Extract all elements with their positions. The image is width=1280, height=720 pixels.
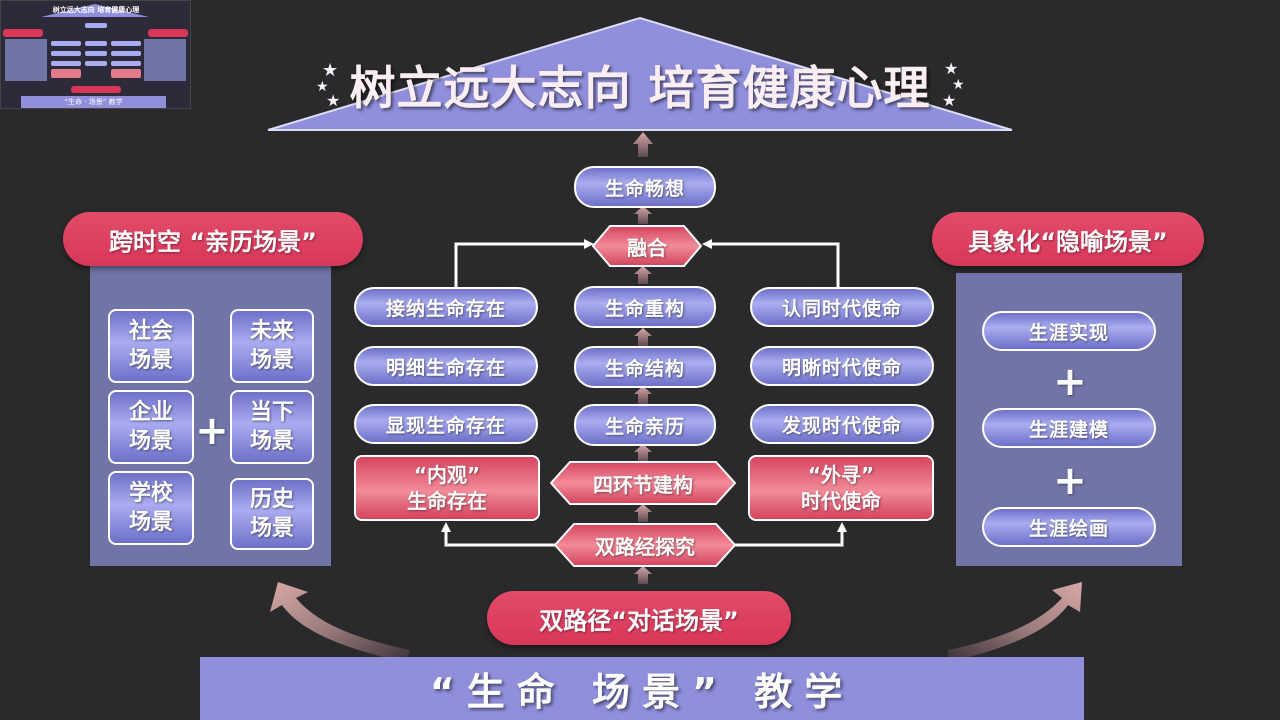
node-show-life[interactable]: 显现生命存在 xyxy=(354,404,538,444)
node-clarify-mission[interactable]: 明晰时代使命 xyxy=(750,346,934,386)
slide-thumbnail[interactable]: 树立远大志向 培育健康心理 “生命 · 场景” 教学 xyxy=(0,0,191,109)
plus-icon: + xyxy=(195,408,229,454)
career-drawing[interactable]: 生涯绘画 xyxy=(982,507,1156,547)
outward-line2: 时代使命 xyxy=(801,489,881,513)
node-introspect[interactable]: “内观” 生命存在 xyxy=(354,455,540,521)
star-icon: ★ xyxy=(322,60,339,81)
scene-school-line1: 学校 xyxy=(128,481,173,506)
plus-icon: + xyxy=(1053,458,1087,504)
fusion-label: 融合 xyxy=(627,235,667,260)
thumbnail-bottom: “生命 · 场景” 教学 xyxy=(64,98,123,106)
node-life-experience[interactable]: 生命亲历 xyxy=(574,404,716,446)
introspect-line1: “内观” xyxy=(413,463,481,487)
four-steps-label: 四环节建构 xyxy=(593,472,693,497)
roof-triangle xyxy=(267,16,1013,131)
outward-line1: “外寻” xyxy=(807,463,875,487)
node-life-reconstruct[interactable]: 生命重构 xyxy=(574,286,716,328)
node-dual-path[interactable] xyxy=(554,523,736,567)
star-icon: ★ xyxy=(944,59,959,78)
node-outward[interactable]: “外寻” 时代使命 xyxy=(748,455,934,521)
bottom-banner: “生命 场景” 教学 xyxy=(200,657,1084,720)
career-modeling[interactable]: 生涯建模 xyxy=(982,408,1156,448)
thumbnail-title: 树立远大志向 培育健康心理 xyxy=(52,6,140,14)
dual-path-label: 双路经探究 xyxy=(595,534,695,559)
node-fusion[interactable] xyxy=(592,225,702,267)
scene-society-line2: 场景 xyxy=(128,348,173,373)
node-identify-mission[interactable]: 认同时代使命 xyxy=(750,287,934,327)
dialog-scene-label[interactable]: 双路径“对话场景” xyxy=(487,591,791,645)
scene-future-line1: 未来 xyxy=(249,319,294,344)
introspect-line2: 生命存在 xyxy=(407,489,487,513)
star-icon: ★ xyxy=(326,91,341,110)
left-header[interactable]: 跨时空 “亲历场景” xyxy=(63,212,363,266)
left-curve-arrow xyxy=(270,582,410,662)
right-curve-arrow xyxy=(948,582,1082,662)
node-accept-life[interactable]: 接纳生命存在 xyxy=(354,287,538,327)
scene-present[interactable]: 当下 场景 xyxy=(230,390,314,464)
scene-history-line2: 场景 xyxy=(249,516,294,541)
node-detail-life[interactable]: 明细生命存在 xyxy=(354,346,538,386)
scene-enterprise-line2: 场景 xyxy=(128,429,173,454)
scene-school[interactable]: 学校 场景 xyxy=(108,471,194,545)
node-four-steps[interactable] xyxy=(550,461,736,505)
scene-future-line2: 场景 xyxy=(249,348,294,373)
page-title: 树立远大志向 培育健康心理 xyxy=(349,61,931,115)
star-icon: ★ xyxy=(942,91,957,110)
node-life-structure[interactable]: 生命结构 xyxy=(574,346,716,388)
node-life-vision[interactable]: 生命畅想 xyxy=(574,166,716,208)
scene-society[interactable]: 社会 场景 xyxy=(108,309,194,383)
plus-icon: + xyxy=(1053,359,1087,405)
node-discover-mission[interactable]: 发现时代使命 xyxy=(750,404,934,444)
right-header[interactable]: 具象化“隐喻场景” xyxy=(932,212,1204,266)
career-realization[interactable]: 生涯实现 xyxy=(982,311,1156,351)
thumbnail-graphic xyxy=(3,4,188,108)
scene-history[interactable]: 历史 场景 xyxy=(230,478,314,550)
scene-enterprise[interactable]: 企业 场景 xyxy=(108,390,194,464)
scene-enterprise-line1: 企业 xyxy=(128,400,173,425)
scene-present-line2: 场景 xyxy=(249,429,294,454)
star-icon: ★ xyxy=(952,77,965,93)
star-icon: ★ xyxy=(316,79,329,95)
scene-society-line1: 社会 xyxy=(128,319,173,344)
scene-present-line1: 当下 xyxy=(249,400,294,425)
scene-future[interactable]: 未来 场景 xyxy=(230,309,314,383)
scene-school-line2: 场景 xyxy=(128,510,173,535)
bottom-banner-text: “生命 场景” 教学 xyxy=(429,670,855,714)
scene-history-line1: 历史 xyxy=(249,487,294,512)
